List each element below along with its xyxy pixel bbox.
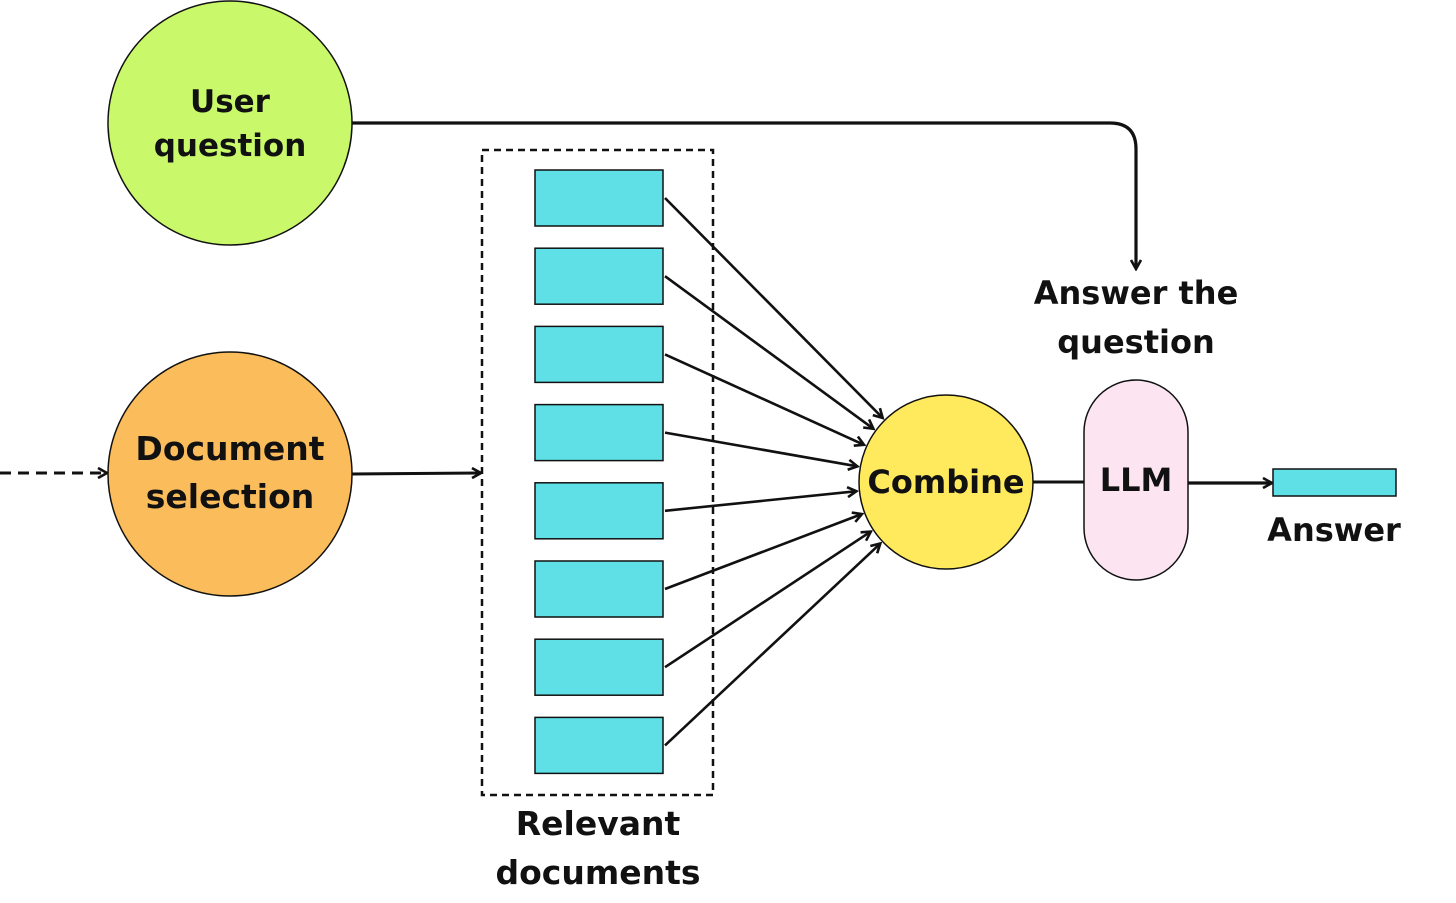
answer-box <box>1272 468 1397 497</box>
llm-label: LLM <box>1100 461 1173 499</box>
user-question-node <box>107 0 353 246</box>
selection-to-documents-arrow <box>351 473 480 474</box>
document-block-4 <box>534 403 664 462</box>
llm-node <box>1083 379 1189 581</box>
document-selection-node <box>107 351 353 597</box>
document-block-8 <box>534 716 664 775</box>
user-question-connector <box>352 121 1136 268</box>
combine-label: Combine <box>867 463 1024 501</box>
relevant-documents-label-line1: Relevant <box>516 804 681 843</box>
document-arrow-1 <box>664 197 882 417</box>
relevant-documents-frame <box>480 148 715 797</box>
document-block-3 <box>534 325 664 384</box>
document-arrow-4 <box>664 431 856 467</box>
answer-the-question-label-line1: Answer the <box>1034 274 1239 312</box>
document-block-7 <box>534 638 664 696</box>
user-question-label-line2: question <box>154 128 307 164</box>
document-arrows <box>664 197 882 747</box>
document-block-6 <box>534 560 664 618</box>
document-list <box>534 169 664 775</box>
document-selection-label-line2: selection <box>146 477 315 516</box>
document-arrow-2 <box>664 275 873 428</box>
document-arrow-6 <box>664 514 861 591</box>
answer-label: Answer <box>1267 511 1401 549</box>
document-selection-label-line1: Document <box>135 429 324 468</box>
relevant-documents-label-line2: documents <box>495 853 700 892</box>
user-question-label-line1: User <box>190 84 271 120</box>
document-block-5 <box>534 482 664 540</box>
document-arrow-7 <box>664 532 870 669</box>
document-block-1 <box>534 169 664 227</box>
document-arrow-3 <box>664 353 863 444</box>
document-block-2 <box>534 247 664 305</box>
answer-the-question-label-line2: question <box>1057 323 1214 361</box>
document-arrow-8 <box>664 544 880 747</box>
document-arrow-5 <box>664 491 856 513</box>
